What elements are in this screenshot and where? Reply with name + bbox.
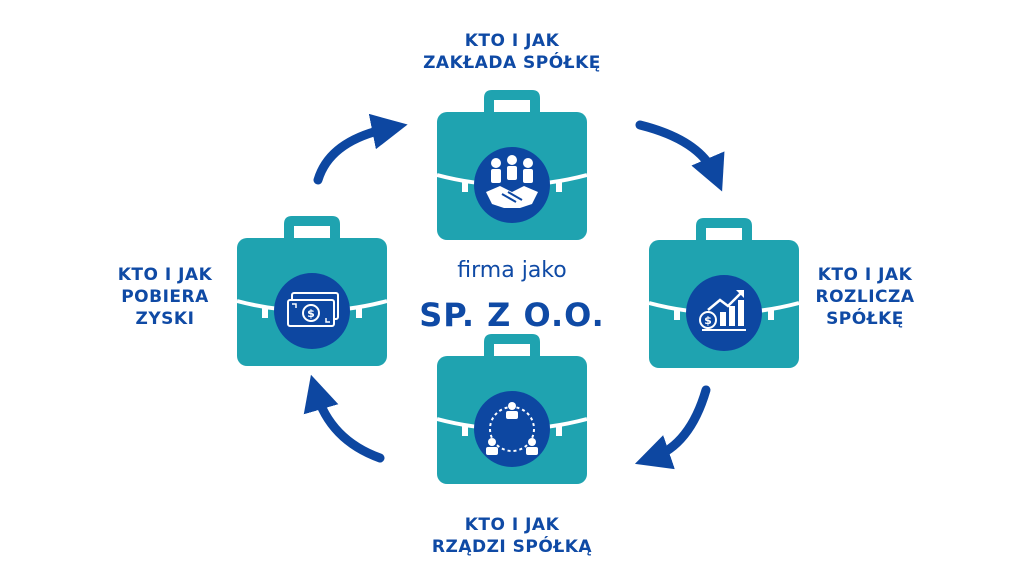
step-right-line3: SPÓŁKĘ bbox=[826, 309, 904, 329]
cycle-arrows bbox=[303, 113, 725, 470]
center-subtitle: firma jako bbox=[457, 258, 567, 283]
center-title: SP. Z O.O. bbox=[419, 296, 605, 334]
svg-text:$: $ bbox=[307, 307, 315, 320]
briefcase-bottom bbox=[435, 332, 589, 486]
banknote-dollar-icon: $ bbox=[287, 292, 339, 327]
step-label-top: KTO I JAK ZAKŁADA SPÓŁKĘ bbox=[412, 30, 612, 74]
step-top-line2: ZAKŁADA SPÓŁKĘ bbox=[423, 53, 601, 73]
growth-chart-icon: $ bbox=[699, 290, 746, 331]
step-left-line2: POBIERA bbox=[121, 287, 209, 307]
handshake-icon bbox=[486, 155, 538, 208]
step-right-line2: ROZLICZA bbox=[815, 287, 915, 307]
step-left-line1: KTO I JAK bbox=[117, 265, 213, 285]
svg-text:$: $ bbox=[704, 314, 712, 327]
briefcase-right: $ bbox=[647, 216, 801, 370]
step-label-left: KTO I JAK POBIERA ZYSKI bbox=[100, 264, 230, 330]
arrow-right-bottom bbox=[634, 385, 711, 470]
briefcase-top bbox=[435, 88, 589, 242]
step-top-line1: KTO I JAK bbox=[464, 31, 560, 51]
step-left-line3: ZYSKI bbox=[135, 309, 195, 329]
step-right-line1: KTO I JAK bbox=[817, 265, 913, 285]
team-network-icon bbox=[486, 402, 538, 455]
arrow-left-top bbox=[313, 113, 408, 185]
step-label-right: KTO I JAK ROZLICZA SPÓŁKĘ bbox=[790, 264, 940, 330]
step-bottom-line1: KTO I JAK bbox=[464, 515, 560, 535]
arrow-bottom-left bbox=[303, 374, 385, 463]
briefcase-left: $ bbox=[235, 214, 389, 368]
step-bottom-line2: RZĄDZI SPÓŁKĄ bbox=[431, 537, 593, 557]
arrow-top-right bbox=[635, 120, 725, 192]
step-label-bottom: KTO I JAK RZĄDZI SPÓŁKĄ bbox=[412, 514, 612, 558]
